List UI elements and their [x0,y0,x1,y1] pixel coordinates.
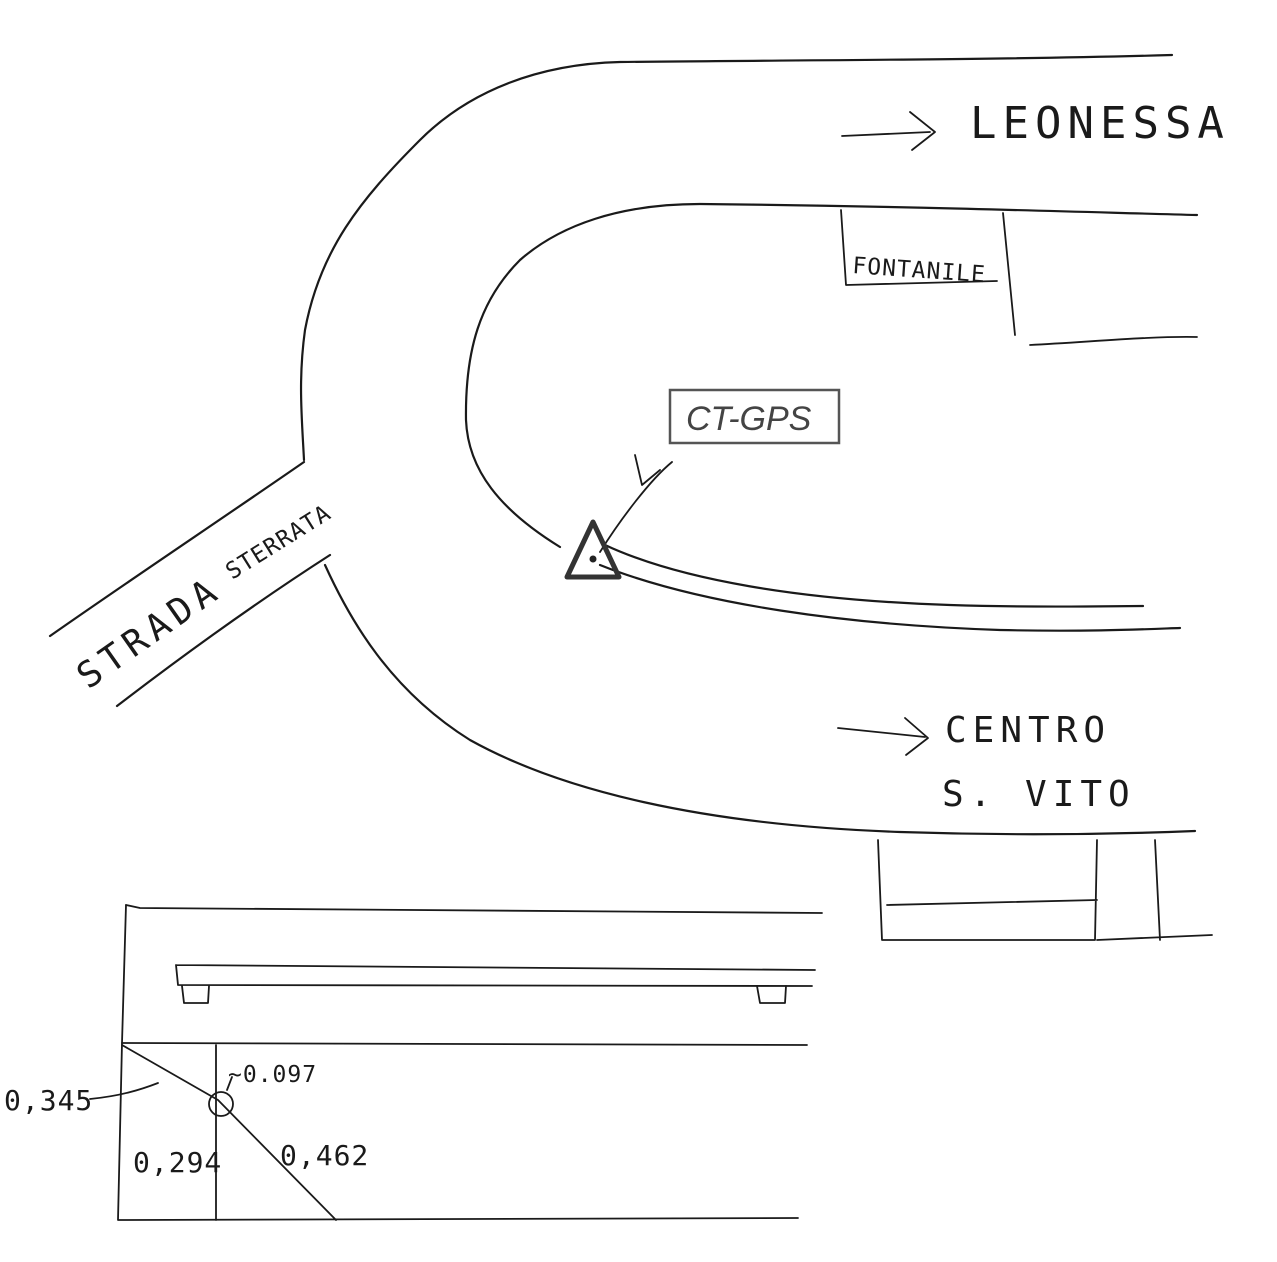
left-total-leader [89,1082,159,1100]
side-road-bottom-edge [115,553,332,708]
triangle-with-dot-icon [564,519,622,580]
left-total-measure: 0,345 [4,1084,93,1117]
station-leader-line [599,461,673,553]
centro-arrow-icon [837,717,929,756]
station-leader-tick [634,454,661,486]
beam-support-left [181,985,210,1004]
leonessa-label: LEONESSA [970,98,1230,149]
strada-label: STRADA [70,569,230,698]
road-inner-edge-lower-a [603,543,1145,608]
station-label: CT-GPS [686,400,812,438]
leonessa-arrow-icon [841,111,936,151]
s-vito-label: S. VITO [942,774,1136,815]
circle-marker-icon [208,1091,234,1117]
beam-support-right [756,985,787,1004]
vertical-measure: 0,294 [133,1146,222,1179]
side-road-top-edge [48,460,306,638]
fontanile-right-line [1029,335,1198,346]
detail-box [117,1042,808,1221]
building-outline [877,839,1213,941]
sterrata-label: STERRATA [221,500,336,585]
road-outer-edge-top [299,53,1174,462]
offset-leader [226,1076,233,1091]
beam-outline [175,964,816,987]
road-inner-edge [464,202,1199,549]
detail-left-wall [121,904,127,1044]
fontanile-box [840,209,998,286]
fontanile-label: FONTANILE [852,253,987,288]
centro-label: CENTRO [945,710,1111,751]
road-inner-edge-lower-b [598,563,1182,632]
diagonal-measure: 0,462 [280,1139,369,1172]
detail-top-line [125,904,823,914]
small-offset-measure: ~0.097 [228,1062,317,1088]
road-outer-edge-bottom [323,563,1197,836]
diagonal-measure-line [121,1044,337,1221]
fontanile-side-line [1002,212,1016,336]
station-label-box [668,388,841,445]
